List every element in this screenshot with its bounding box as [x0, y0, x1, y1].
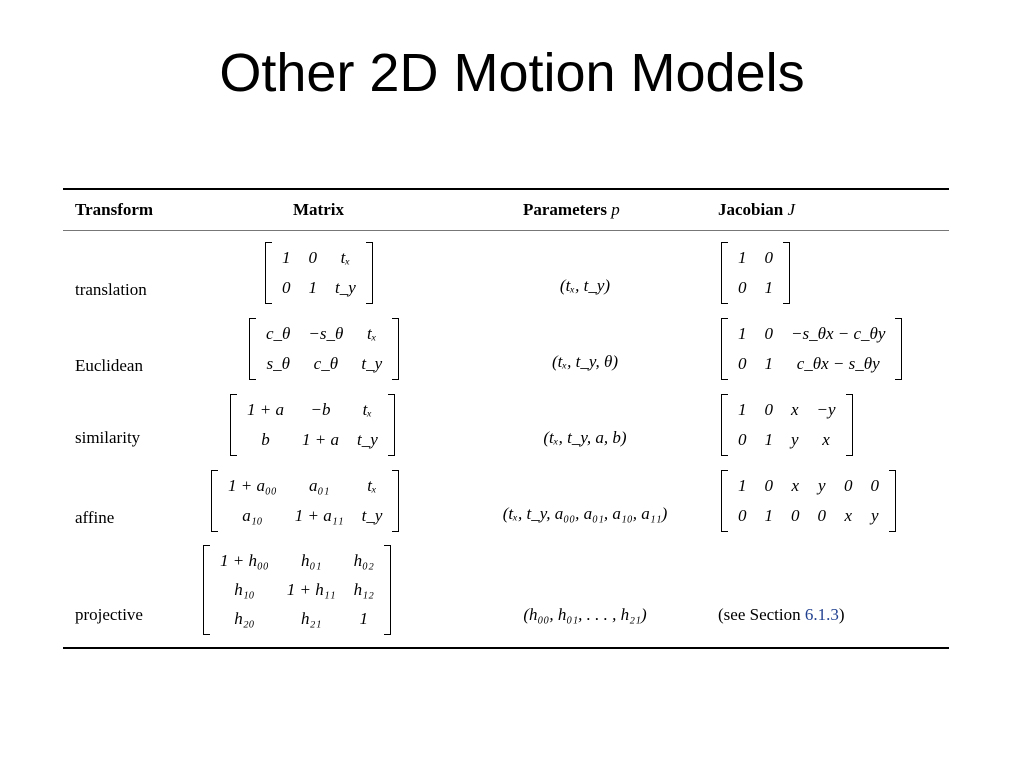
transform-matrix: 1 + h₀₀ h₀₁ h₀₂ h₁₀ 1 + h₁₁ h₁₂ h₂₀ h₂₁ …: [203, 545, 391, 635]
parameters: (tₓ, t_y, θ): [551, 352, 619, 371]
header-jacobian: Jacobian J: [718, 200, 795, 219]
table-header: Transform Matrix Parameters p Jacobian J: [63, 190, 949, 231]
jacobian-matrix: 1 0 x −y 0 1 y x: [721, 394, 853, 456]
transform-matrix: 1 + a₀₀ a₀₁ tₓ a₁₀ 1 + a₁₁ t_y: [211, 470, 400, 532]
transform-name: translation: [75, 280, 147, 299]
parameters: (h₀₀, h₀₁, . . . , h₂₁): [523, 605, 647, 624]
slide-title: Other 2D Motion Models: [219, 43, 805, 103]
transform-name: affine: [75, 508, 115, 527]
table-row: projective 1 + h₀₀ h₀₁ h₀₂ h₁₀ 1 + h₁₁ h…: [63, 545, 949, 641]
jacobian-matrix: 1 0 x y 0 0 0 1 0 0 x y: [721, 470, 896, 532]
transform-matrix: 1 + a −b tₓ b 1 + a t_y: [230, 394, 395, 456]
header-matrix: Matrix: [293, 200, 344, 219]
jacobian-reference: (see Section 6.1.3): [718, 605, 845, 624]
header-transform: Transform: [75, 200, 154, 219]
header-parameters: Parameters p: [523, 200, 620, 219]
parameters: (tₓ, t_y, a₀₀, a₀₁, a₁₀, a₁₁): [502, 504, 668, 523]
transform-matrix: c_θ −s_θ tₓ s_θ c_θ t_y: [249, 318, 400, 380]
transform-name: Euclidean: [75, 356, 143, 375]
motion-models-table: Transform Matrix Parameters p Jacobian J…: [63, 188, 949, 649]
parameters: (tₓ, t_y, a, b): [543, 428, 627, 447]
transform-name: similarity: [75, 428, 141, 447]
table-row: translation 1 0 tₓ 0 1 t_y (tₓ, t_y) 1 0…: [63, 242, 949, 308]
transform-name: projective: [75, 605, 143, 624]
section-link[interactable]: 6.1.3: [804, 605, 839, 624]
table-row: affine 1 + a₀₀ a₀₁ tₓ a₁₀ 1 + a₁₁ t_y (t…: [63, 470, 949, 536]
table-row: similarity 1 + a −b tₓ b 1 + a t_y (tₓ, …: [63, 394, 949, 460]
parameters: (tₓ, t_y): [559, 276, 611, 295]
jacobian-matrix: 1 0 −s_θx − c_θy 0 1 c_θx − s_θy: [721, 318, 903, 380]
table-row: Euclidean c_θ −s_θ tₓ s_θ c_θ t_y (tₓ, t…: [63, 318, 949, 384]
transform-matrix: 1 0 tₓ 0 1 t_y: [265, 242, 373, 304]
jacobian-matrix: 1 0 0 1: [721, 242, 790, 304]
